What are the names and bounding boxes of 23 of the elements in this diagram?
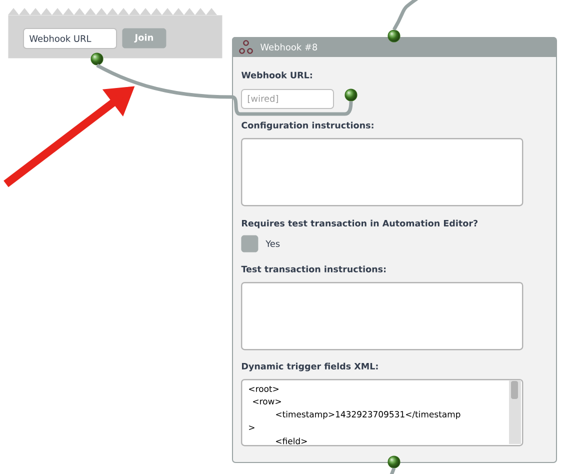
text-area — [241, 282, 524, 350]
connector-port — [388, 456, 400, 468]
code-line: <field> — [276, 438, 307, 444]
connector-port — [388, 30, 400, 42]
input-field: [wired] — [241, 89, 334, 109]
code-line: > — [249, 426, 254, 430]
field-label: Configuration instructions: — [242, 122, 374, 130]
field-label: Requires test transaction in Automation Editor? — [242, 220, 478, 228]
wire — [392, 0, 420, 31]
code-line: <root> — [249, 386, 278, 392]
join-button: Join — [122, 28, 166, 48]
text-area — [241, 138, 524, 206]
checkbox-label: Yes — [266, 240, 280, 248]
connector-port — [344, 88, 358, 102]
connector-port — [90, 52, 104, 66]
code-line: <timestamp>1432923709531</timestamp — [276, 410, 460, 420]
field-label: Test transaction instructions: — [241, 266, 386, 272]
card-title: Webhook #8 — [260, 44, 318, 50]
field-label: Webhook URL: — [241, 72, 312, 78]
wire — [389, 468, 396, 474]
input-field: Webhook URL — [23, 28, 117, 49]
code-line: <row> — [253, 399, 281, 405]
field-label: Dynamic trigger fields XML: — [242, 362, 378, 372]
